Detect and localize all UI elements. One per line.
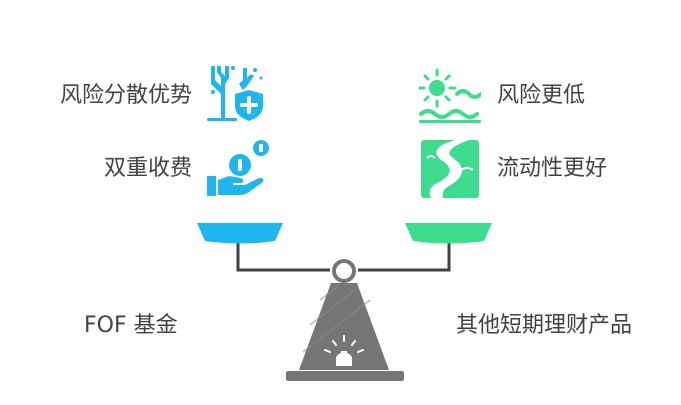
hand-coins-icon xyxy=(207,140,269,196)
scale-base xyxy=(299,283,389,370)
coral-shield-plus-icon xyxy=(207,66,263,121)
right-title: 其他短期理财产品 xyxy=(456,313,633,338)
river-icon xyxy=(421,140,479,198)
scale-foot xyxy=(286,371,404,381)
left-feature-label-1: 风险分散优势 xyxy=(59,83,192,108)
left-title: FOF 基金 xyxy=(84,313,178,338)
pivot-circle xyxy=(332,259,356,283)
left-pan xyxy=(197,223,283,244)
bell-icon xyxy=(324,335,364,366)
base-hatch xyxy=(302,284,371,353)
right-feature-label-1: 风险更低 xyxy=(497,83,586,108)
sun-waves-icon xyxy=(419,68,481,123)
right-feature-label-2: 流动性更好 xyxy=(497,156,608,181)
left-feature-label-2: 双重收费 xyxy=(103,156,192,181)
right-pan xyxy=(405,223,492,244)
